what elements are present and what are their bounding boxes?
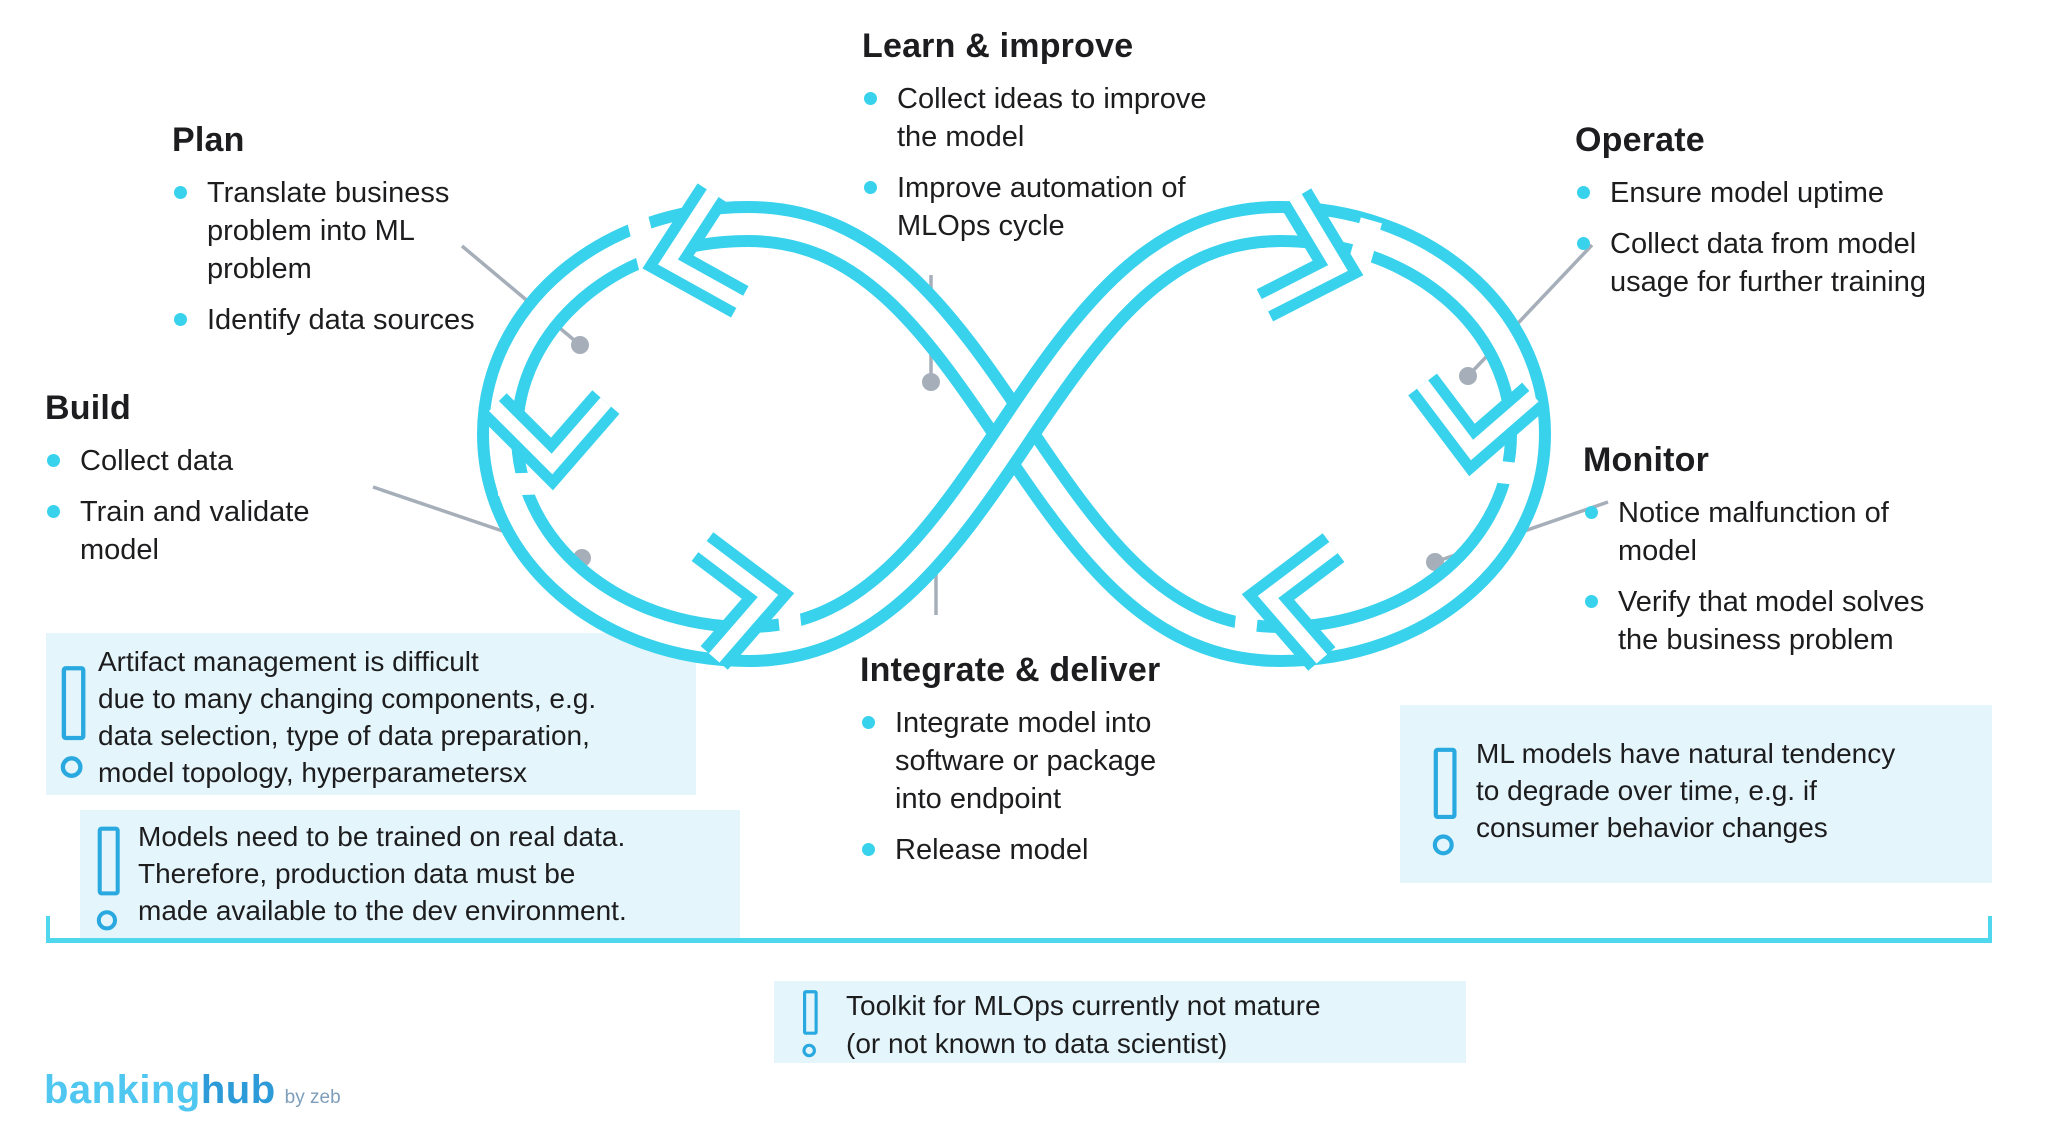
bullet-dot-icon: [1577, 237, 1590, 250]
flow-arrows: [481, 183, 1546, 671]
logo-banking: banking: [44, 1068, 201, 1112]
list-item: Integrate model into software or package…: [860, 704, 1280, 818]
list-item: Collect ideas to improve the model: [862, 80, 1292, 156]
infinity-band: [476, 200, 1552, 668]
bullet-dot-icon: [862, 843, 875, 856]
leader-operate: [1466, 243, 1594, 378]
section-operate: Operate Ensure model uptime Collect data…: [1575, 120, 2035, 314]
section-learn-improve: Learn & improve Collect ideas to improve…: [862, 26, 1292, 258]
bullet-text: Translate business problem into ML probl…: [207, 177, 450, 285]
arrow-left-side-icon: [481, 390, 620, 496]
section-plan: Plan Translate business problem into ML …: [172, 120, 512, 352]
callout-model-degrade: ML models have natural tendency to degra…: [1400, 705, 1992, 883]
exclamation-icon: [802, 990, 818, 1058]
logo-byzeb: by zeb: [284, 1087, 341, 1108]
bullet-text: Collect data: [80, 445, 234, 477]
list-item: Translate business problem into ML probl…: [172, 174, 512, 288]
arrow-left-bottom-icon: [691, 532, 804, 670]
bullet-text: Improve automation of MLOps cycle: [897, 172, 1186, 242]
bankinghub-logo: bankinghub by zeb: [44, 1068, 341, 1113]
bottom-bracket: [46, 916, 1992, 943]
exclamation-icon: [60, 666, 86, 778]
list-item: Verify that model solves the business pr…: [1583, 583, 2043, 659]
bullet-dot-icon: [174, 313, 187, 326]
exclamation-icon: [96, 826, 120, 931]
exclamation-icon: [1432, 747, 1457, 856]
callout-toolkit: Toolkit for MLOps currently not mature (…: [774, 981, 1466, 1063]
section-title: Operate: [1575, 121, 1705, 159]
list-item: Notice malfunction of model: [1583, 494, 2043, 570]
bullet-dot-icon: [1585, 595, 1598, 608]
list-item: Identify data sources: [172, 301, 512, 339]
list-item: Ensure model uptime: [1575, 174, 2035, 212]
bullet-text: Verify that model solves the business pr…: [1618, 586, 1925, 656]
callout-text: Toolkit for MLOps currently not mature (…: [846, 990, 1321, 1059]
bullet-dot-icon: [862, 716, 875, 729]
bullet-dot-icon: [864, 92, 877, 105]
callout-text: ML models have natural tendency to degra…: [1476, 738, 1896, 843]
bullet-text: Collect ideas to improve the model: [897, 83, 1207, 153]
bullet-dot-icon: [1577, 186, 1590, 199]
arrow-right-bottom-icon: [1232, 533, 1345, 671]
bullet-text: Notice malfunction of model: [1618, 497, 1889, 567]
bullet-text: Train and validate model: [80, 496, 310, 566]
callout-text: Models need to be trained on real data. …: [138, 821, 627, 926]
bullet-dot-icon: [174, 186, 187, 199]
bullet-text: Ensure model uptime: [1610, 177, 1885, 209]
bullet-dot-icon: [47, 505, 60, 518]
callout-text: Artifact management is difficult due to …: [98, 646, 597, 788]
callout-artifact-management: Artifact management is difficult due to …: [46, 633, 696, 795]
section-integrate-deliver: Integrate & deliver Integrate model into…: [860, 650, 1280, 882]
section-title: Monitor: [1583, 441, 1710, 479]
logo-hub: hub: [200, 1068, 276, 1112]
bullet-text: Identify data sources: [207, 304, 475, 336]
section-title: Learn & improve: [862, 27, 1134, 65]
list-item: Collect data: [45, 442, 385, 480]
list-item: Train and validate model: [45, 493, 385, 569]
bullet-text: Release model: [895, 834, 1089, 866]
arrow-left-top-icon: [625, 183, 749, 323]
bullet-dot-icon: [47, 454, 60, 467]
list-item: Release model: [860, 831, 1280, 869]
bullet-text: Collect data from model usage for furthe…: [1610, 228, 1926, 298]
list-item: Improve automation of MLOps cycle: [862, 169, 1292, 245]
section-build: Build Collect data Train and validate mo…: [45, 388, 385, 582]
list-item: Collect data from model usage for furthe…: [1575, 225, 2035, 301]
arrow-right-side-icon: [1408, 373, 1546, 486]
leader-build: [372, 485, 583, 560]
section-title: Plan: [172, 121, 245, 159]
callout-real-data: Models need to be trained on real data. …: [80, 810, 740, 938]
section-monitor: Monitor Notice malfunction of model Veri…: [1583, 440, 2043, 672]
section-title: Integrate & deliver: [860, 651, 1161, 689]
bullet-dot-icon: [1585, 506, 1598, 519]
bullet-text: Integrate model into software or package…: [895, 707, 1157, 815]
leader-lines: [372, 243, 1609, 615]
bullet-dot-icon: [864, 181, 877, 194]
section-title: Build: [45, 389, 131, 427]
